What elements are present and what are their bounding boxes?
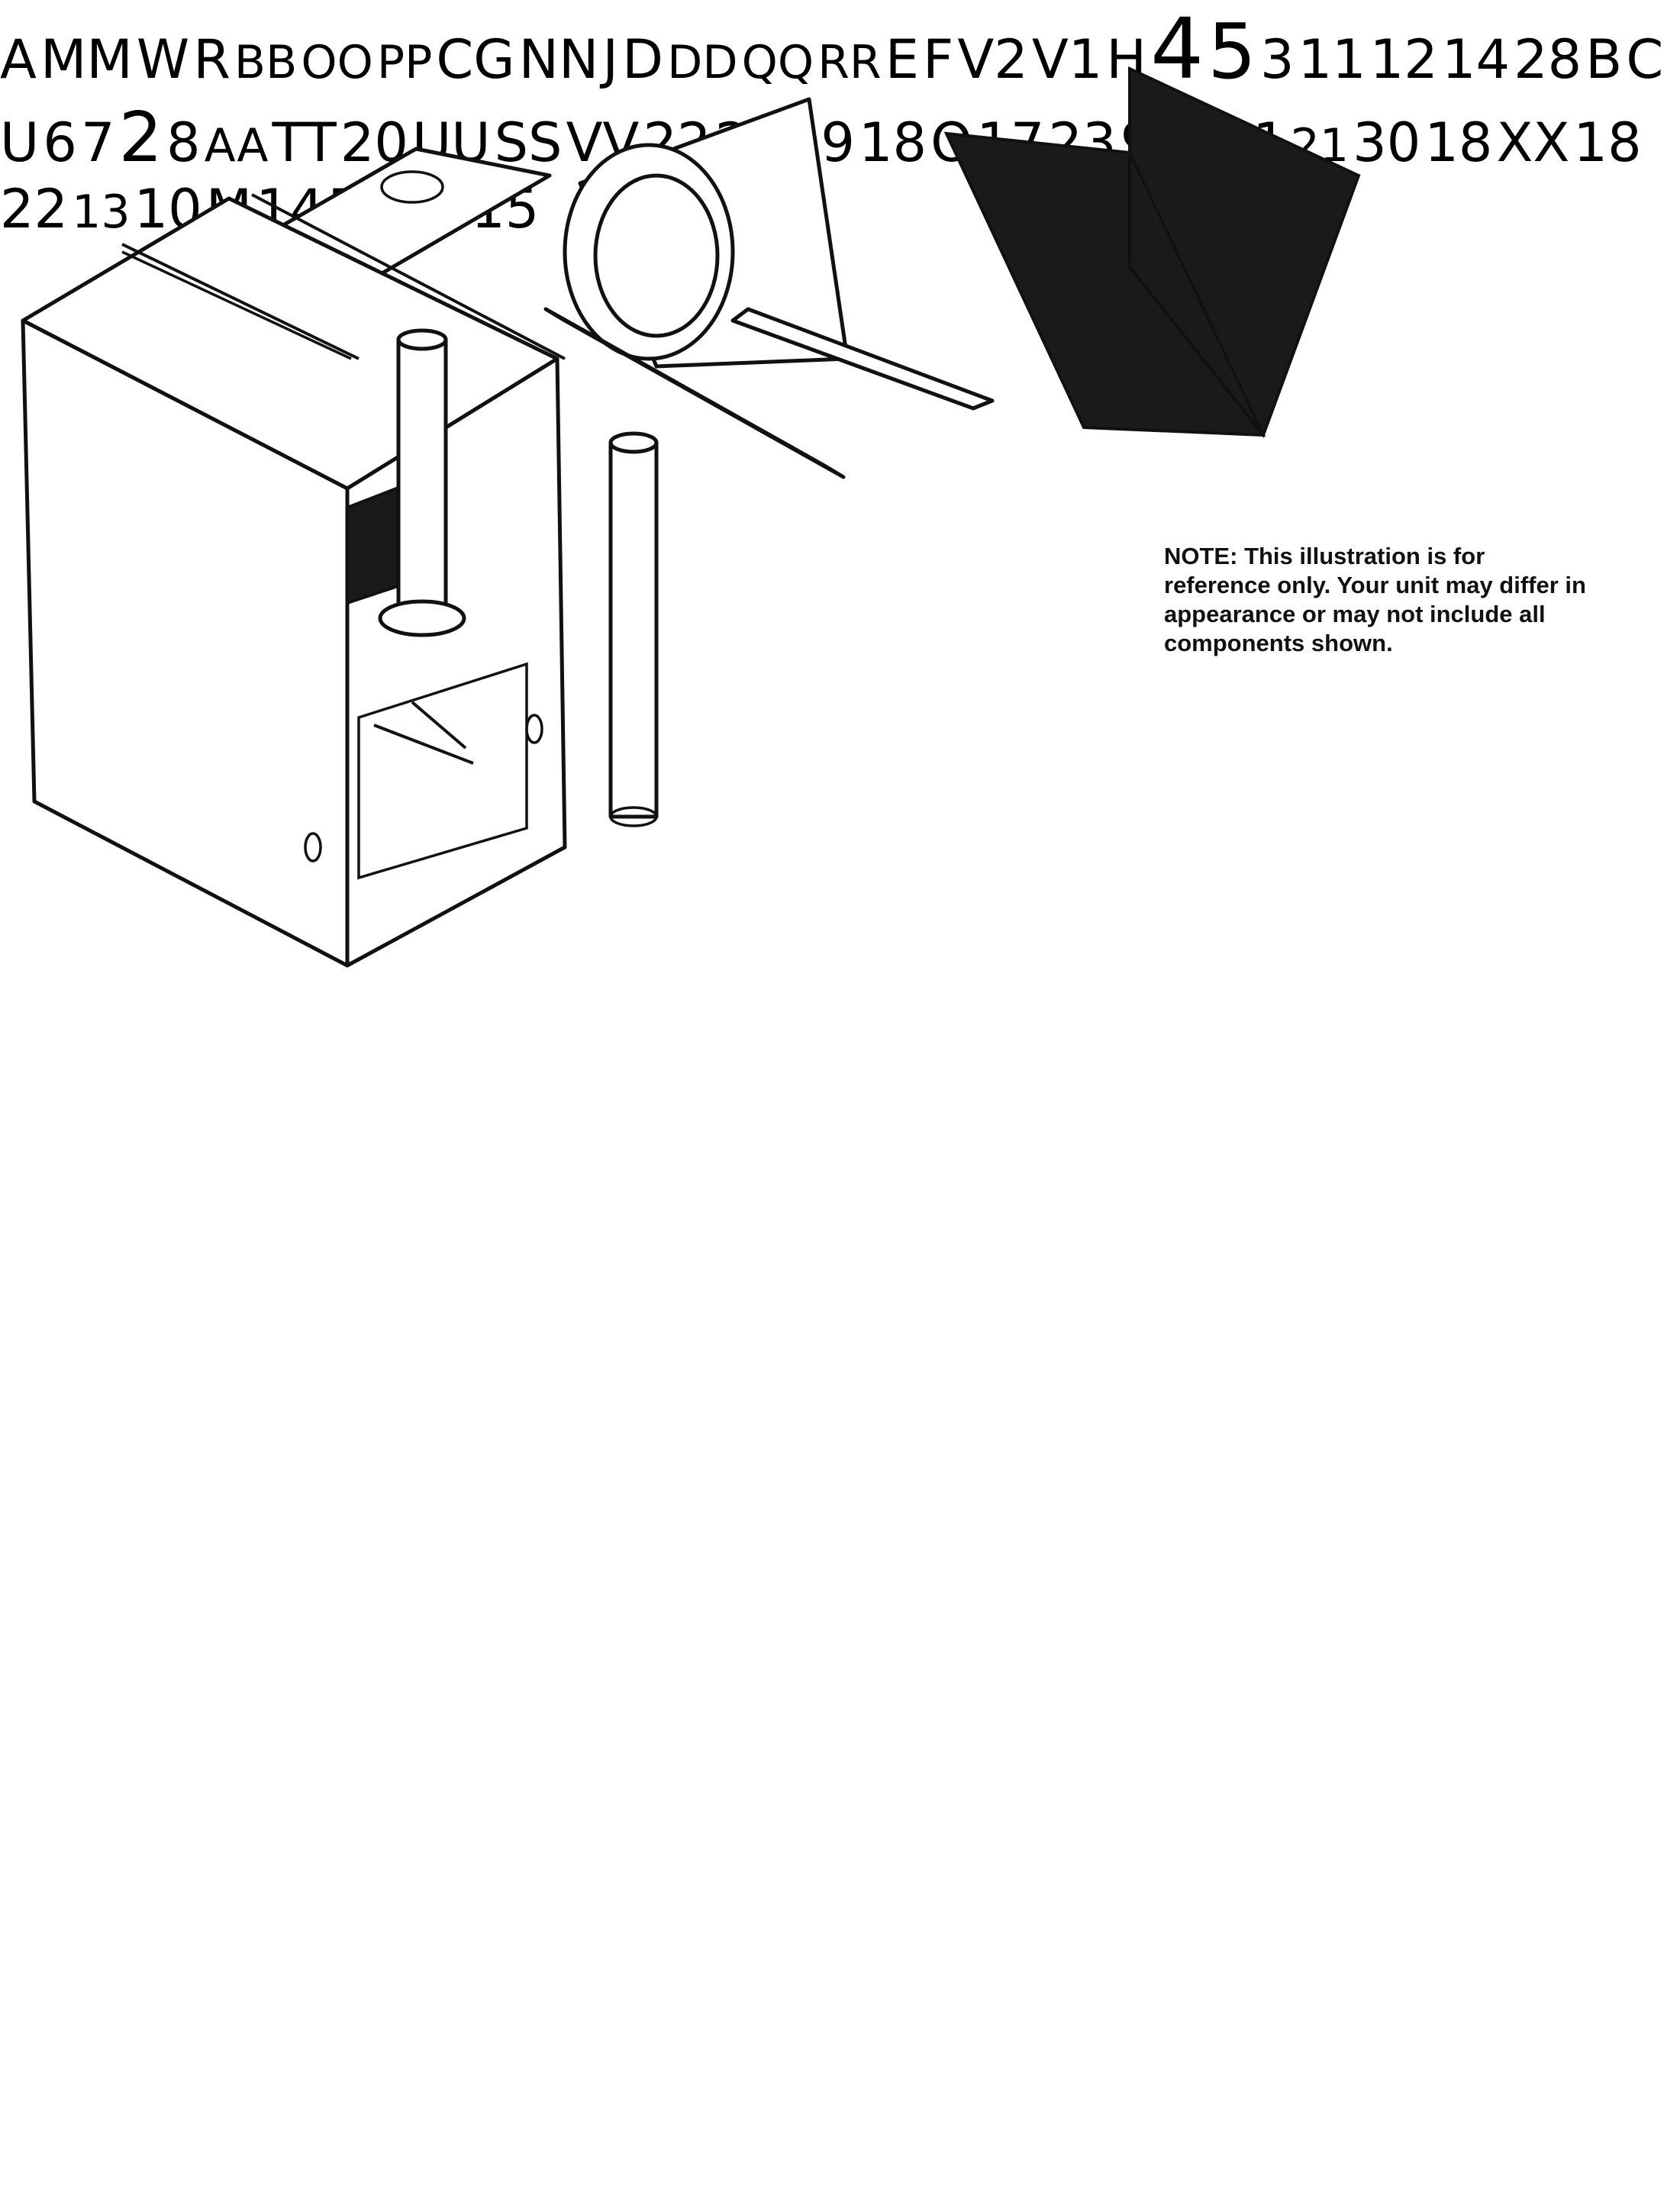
label-3: 3 xyxy=(1259,28,1295,91)
reference-note: NOTE: This illustration is for reference… xyxy=(1164,542,1591,658)
label-11: 11 xyxy=(1298,28,1366,91)
label-8: 8 xyxy=(166,111,201,174)
note-text: This illustration is for reference only.… xyxy=(1164,543,1586,656)
cabinet-CG xyxy=(21,193,567,968)
label-NN: NN xyxy=(518,28,599,91)
label-B: B xyxy=(1585,28,1623,91)
label-R: R xyxy=(193,28,231,91)
label-AA: AA xyxy=(204,119,269,172)
flue-pipe-NN xyxy=(608,431,659,827)
blower-housing-W xyxy=(543,97,995,479)
label-18-bottom: 18 xyxy=(1573,111,1642,174)
label-CG: CG xyxy=(436,28,515,91)
label-MM: MM xyxy=(40,28,133,91)
label-OO: OO xyxy=(301,36,373,89)
label-XX: XX xyxy=(1496,111,1570,174)
label-14-detail: 14 xyxy=(1441,28,1511,91)
label-12: 12 xyxy=(1369,28,1438,91)
label-F: F xyxy=(923,28,954,91)
label-E: E xyxy=(885,28,919,91)
label-V2: V2 xyxy=(957,28,1028,91)
label-22-bottom: 22 xyxy=(0,178,69,240)
label-SS: SS xyxy=(494,111,563,174)
label-18-left: 18 xyxy=(858,111,927,174)
filter-R xyxy=(943,66,1361,439)
label-J: J xyxy=(602,28,619,91)
note-heading: NOTE: xyxy=(1164,543,1238,569)
label-V1: V1 xyxy=(1031,28,1103,91)
label-5: 5 xyxy=(1208,7,1256,96)
label-RR: RR xyxy=(817,36,882,89)
label-PP: PP xyxy=(376,36,433,89)
label-30: 30 xyxy=(1353,111,1421,174)
label-6: 6 xyxy=(43,111,77,174)
label-18-mid: 18 xyxy=(1424,111,1493,174)
label-2: 2 xyxy=(118,98,163,178)
flue-pipe-OO xyxy=(378,328,466,637)
label-A: A xyxy=(0,28,37,91)
label-DD: DD xyxy=(667,36,738,89)
label-U: U xyxy=(0,111,40,174)
label-BB: BB xyxy=(234,36,298,89)
label-D: D xyxy=(622,28,664,91)
label-W: W xyxy=(136,28,190,91)
label-13: 13 xyxy=(72,185,131,239)
label-7: 7 xyxy=(80,111,115,174)
label-28: 28 xyxy=(1514,28,1582,91)
label-C: C xyxy=(1626,28,1664,91)
label-TT: TT xyxy=(272,111,337,174)
label-QQ: QQ xyxy=(741,36,814,89)
